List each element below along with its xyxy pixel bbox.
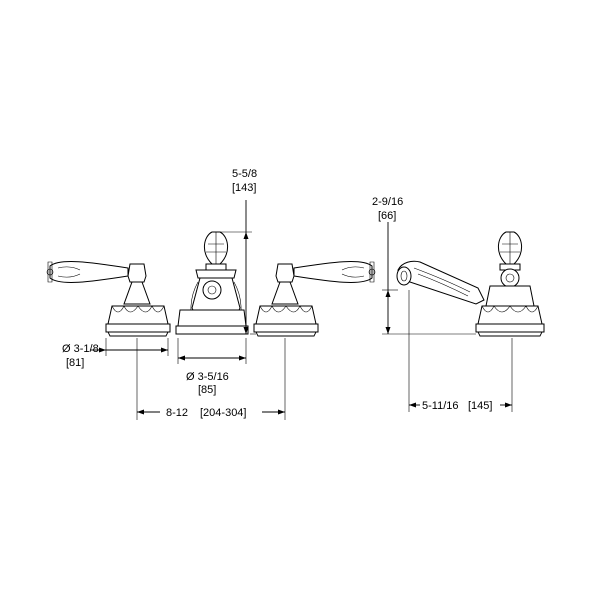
dim-spray-reach	[408, 290, 513, 412]
handle-dia-metric: [81]	[66, 357, 84, 369]
spray-reach-metric: [145]	[468, 400, 492, 412]
dim-spread	[136, 338, 286, 420]
spray-reach-imperial: 5-11/16	[422, 400, 459, 412]
spout-dia-imperial: Ø 3-5/16	[186, 371, 229, 383]
spread-imperial: 8-12	[166, 407, 188, 419]
center-spout	[175, 231, 249, 335]
dim-handle-diameter	[90, 338, 169, 356]
handle-dia-imperial: Ø 3-1/8	[62, 343, 99, 355]
dim-spout-diameter	[177, 338, 247, 364]
spray-height-metric: [66]	[378, 210, 396, 222]
dim-spout-height	[220, 200, 256, 335]
right-handle-valve	[253, 261, 376, 337]
hand-spray-unit	[396, 231, 545, 337]
left-handle-valve	[46, 261, 171, 337]
dim-spray-height	[382, 222, 476, 335]
spread-metric: [204-304]	[200, 407, 246, 419]
spout-height-metric: [143]	[232, 182, 256, 194]
spray-height-imperial: 2-9/16	[372, 196, 403, 208]
spout-height-imperial: 5-5/8	[232, 168, 257, 180]
spout-dia-metric: [85]	[198, 384, 216, 396]
